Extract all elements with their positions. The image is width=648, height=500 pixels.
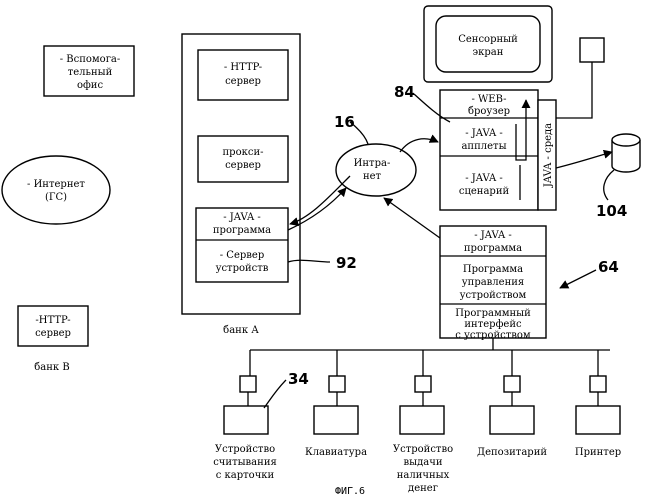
bank-b-http-label-2: сервер <box>35 328 71 339</box>
web-browser-label-1: - WEB- <box>471 94 506 105</box>
intranet-ellipse: Интра- нет <box>336 144 416 196</box>
keyboard-device: Клавиатура <box>305 376 367 458</box>
controller-to-intranet <box>384 198 440 238</box>
ref-64: 64 <box>598 258 619 276</box>
bank-a-devserver-label-1: - Сервер <box>220 250 264 261</box>
ref-84: 84 <box>394 83 415 101</box>
touchscreen-connector <box>580 38 604 62</box>
card-reader-device: Устройство считывания с карточки <box>213 376 277 481</box>
java-applets-label-2: апплеты <box>461 141 506 152</box>
internet-gs-label-1: - Интернет <box>27 179 85 190</box>
bank-a-http-label-2: сервер <box>225 76 261 87</box>
internet-gs-label-2: (ГС) <box>45 192 67 203</box>
java-env-label: JAVA - среда <box>543 123 554 188</box>
device-control-label-1: Программа <box>463 264 523 275</box>
touchscreen-link <box>556 62 592 118</box>
ref-104: 104 <box>596 202 627 220</box>
backoffice-label-3: офис <box>77 80 104 91</box>
internet-gs-ellipse: - Интернет (ГС) <box>2 156 110 224</box>
java-scripts-label-1: - JAVA - <box>465 173 503 184</box>
ref-16: 16 <box>334 113 355 131</box>
bank-b-http-label-1: -HTTP- <box>35 315 70 326</box>
backoffice-label-1: - Вспомога- <box>60 54 121 65</box>
backoffice-box: - Вспомога- тельный офис <box>44 46 134 96</box>
web-browser-label-2: броузер <box>468 106 510 117</box>
java-applets-label-1: - JAVA - <box>465 128 503 139</box>
controller-stack: - JAVA - программа Программа управления … <box>440 226 546 341</box>
backoffice-label-2: тельный <box>68 67 113 78</box>
terminal-stack: - WEB- броузер - JAVA - апплеты - JAVA -… <box>440 90 556 210</box>
cash-dispenser-label-4: денег <box>408 483 438 494</box>
bank-a-devserver-label-2: устройств <box>216 263 269 274</box>
bank-a-label: банк А <box>223 325 259 336</box>
controller-java-label-2: программа <box>464 243 522 254</box>
bank-a-java-label-2: программа <box>213 225 271 236</box>
cash-dispenser-label-2: выдачи <box>404 457 443 468</box>
touchscreen-label-2: экран <box>473 47 504 58</box>
ref-92: 92 <box>336 254 357 272</box>
device-api-label-2: интерфейс <box>464 319 522 330</box>
device-control-label-2: управления <box>462 277 524 288</box>
bank-a-http-label-1: - HTTP- <box>224 62 262 73</box>
depository-device: Депозитарий <box>477 376 547 458</box>
bank-b-label: банк В <box>34 362 69 373</box>
touchscreen-monitor: Сенсорный экран <box>424 6 552 82</box>
device-api-label-1: Программный <box>455 308 531 319</box>
ref-64-arrow <box>560 270 596 288</box>
java-scripts-label-2: сценарий <box>459 186 510 197</box>
bank-b-box: -HTTP- сервер <box>18 306 88 346</box>
ref-34-leader <box>264 380 286 408</box>
bank-a-proxy-label-1: прокси- <box>223 147 264 158</box>
depository-label: Депозитарий <box>477 447 547 458</box>
bank-a-java-label-1: - JAVA - <box>223 212 261 223</box>
cash-dispenser-device: Устройство выдачи наличных денег <box>393 376 453 494</box>
controller-java-label-1: - JAVA - <box>474 230 512 241</box>
keyboard-label: Клавиатура <box>305 447 367 458</box>
figure-caption: ФИГ.6 <box>335 486 365 497</box>
card-reader-label-1: Устройство <box>215 444 275 455</box>
cash-dispenser-label-1: Устройство <box>393 444 453 455</box>
card-reader-label-2: считывания <box>213 457 277 468</box>
intranet-label-2: нет <box>363 171 382 182</box>
printer-label: Принтер <box>575 447 621 458</box>
card-reader-label-3: с карточки <box>216 470 275 481</box>
terminal-to-database <box>556 152 612 168</box>
printer-device: Принтер <box>575 376 621 458</box>
database-icon <box>612 134 640 172</box>
ref-104-leader <box>604 170 614 200</box>
device-control-label-3: устройством <box>460 290 527 301</box>
bank-a-proxy-label-2: сервер <box>225 160 261 171</box>
ref-34: 34 <box>288 370 309 388</box>
intranet-label-1: Интра- <box>354 158 391 169</box>
touchscreen-label-1: Сенсорный <box>458 34 518 45</box>
intranet-to-applets <box>400 139 438 152</box>
bank-a-frame: - HTTP- сервер прокси- сервер - JAVA - п… <box>182 34 300 314</box>
cash-dispenser-label-3: наличных <box>397 470 450 481</box>
